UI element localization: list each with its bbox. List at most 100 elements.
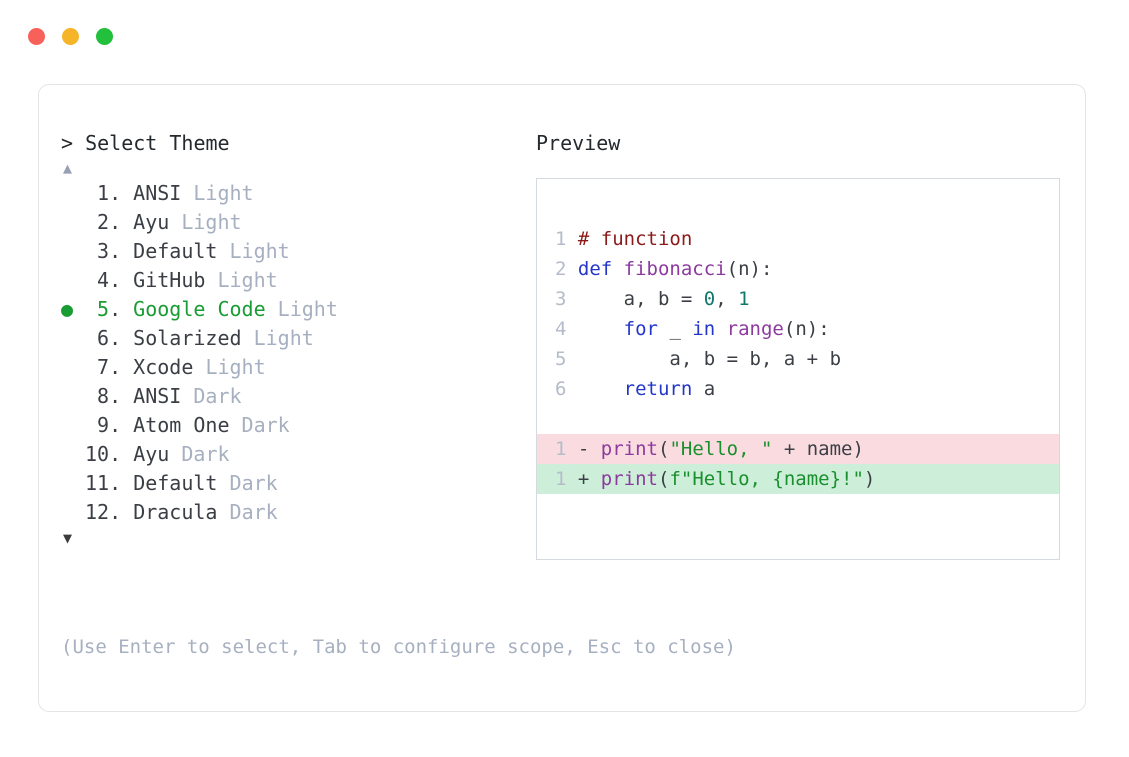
code-token bbox=[578, 318, 624, 340]
theme-item-index: 2 bbox=[97, 210, 110, 234]
gutter-gap bbox=[566, 228, 577, 250]
theme-item-separator: . bbox=[109, 239, 134, 263]
theme-item-variant: Light bbox=[217, 268, 278, 292]
theme-item-variant: Dark bbox=[229, 500, 278, 524]
theme-list-item[interactable]: 6. Solarized Light bbox=[61, 324, 531, 353]
bullet-placeholder bbox=[61, 208, 85, 237]
theme-item-separator: . bbox=[109, 442, 134, 466]
theme-item-name: Ayu bbox=[133, 442, 170, 466]
theme-list-item[interactable]: 8. ANSI Dark bbox=[61, 382, 531, 411]
bullet-placeholder bbox=[61, 411, 85, 440]
code-token: def bbox=[577, 258, 624, 280]
code-token: (n): bbox=[783, 318, 830, 340]
code-token: fibonacci bbox=[623, 258, 727, 280]
gutter-gap bbox=[566, 468, 577, 490]
theme-item-space bbox=[169, 442, 181, 466]
theme-item-index: 8 bbox=[97, 384, 110, 408]
code-diff-line: 1 - print("Hello, " + name) bbox=[537, 434, 1059, 464]
theme-item-separator: . bbox=[109, 384, 134, 408]
theme-item-separator: . bbox=[109, 326, 134, 350]
theme-list-item[interactable]: ●5. Google Code Light bbox=[61, 295, 531, 324]
theme-list-item[interactable]: 1. ANSI Light bbox=[61, 179, 531, 208]
theme-item-variant: Dark bbox=[181, 442, 230, 466]
code-token: a, b = bbox=[577, 288, 704, 310]
theme-item-separator: . bbox=[109, 210, 134, 234]
theme-item-index: 10 bbox=[85, 442, 110, 466]
theme-item-name: Default bbox=[133, 471, 218, 495]
theme-list-item[interactable]: 4. GitHub Light bbox=[61, 266, 531, 295]
theme-item-index: 9 bbox=[97, 413, 110, 437]
code-blank-line bbox=[537, 404, 1059, 434]
line-number: 5 bbox=[555, 348, 567, 370]
theme-item-variant: Light bbox=[253, 326, 314, 350]
code-token: a bbox=[692, 378, 716, 400]
theme-item-name: Google Code bbox=[133, 297, 266, 321]
theme-item-name: Xcode bbox=[133, 355, 194, 379]
code-token: ( bbox=[658, 468, 670, 490]
theme-item-separator: . bbox=[109, 181, 134, 205]
theme-selector-card: > Select Theme ▲ 1. ANSI Light 2. Ayu Li… bbox=[38, 84, 1086, 712]
code-token: in bbox=[692, 318, 716, 340]
theme-list-item[interactable]: 3. Default Light bbox=[61, 237, 531, 266]
theme-item-name: GitHub bbox=[133, 268, 206, 292]
theme-list-item[interactable]: 11. Default Dark bbox=[61, 469, 531, 498]
scroll-down-arrow-icon[interactable]: ▼ bbox=[63, 529, 73, 547]
theme-item-space bbox=[217, 500, 229, 524]
theme-item-variant: Light bbox=[205, 355, 266, 379]
code-token: "Hello, " bbox=[669, 438, 773, 460]
code-token: , bbox=[715, 288, 739, 310]
code-token bbox=[715, 318, 726, 340]
code-token bbox=[578, 378, 624, 400]
code-token: print bbox=[600, 438, 658, 460]
gutter-gap bbox=[566, 378, 577, 400]
theme-item-space bbox=[193, 355, 205, 379]
minimize-window-button[interactable] bbox=[62, 27, 79, 45]
gutter-gap bbox=[566, 258, 577, 280]
diff-marker: - bbox=[577, 438, 601, 460]
scroll-up-arrow-icon[interactable]: ▲ bbox=[63, 159, 73, 177]
code-line: 1 # function bbox=[537, 224, 1059, 254]
theme-item-variant: Light bbox=[181, 210, 242, 234]
maximize-window-button[interactable] bbox=[96, 27, 113, 45]
bullet-placeholder bbox=[61, 266, 85, 295]
theme-list-item[interactable]: 10. Ayu Dark bbox=[61, 440, 531, 469]
theme-list-item[interactable]: 9. Atom One Dark bbox=[61, 411, 531, 440]
theme-item-index: 4 bbox=[97, 268, 110, 292]
code-token: 0 bbox=[703, 288, 716, 310]
theme-item-variant: Light bbox=[277, 297, 338, 321]
theme-item-name: Ayu bbox=[133, 210, 170, 234]
theme-item-index: 7 bbox=[97, 355, 110, 379]
gutter-gap bbox=[566, 288, 577, 310]
code-line: 4 for _ in range(n): bbox=[537, 314, 1059, 344]
theme-list-item[interactable]: 2. Ayu Light bbox=[61, 208, 531, 237]
bullet-placeholder bbox=[61, 382, 85, 411]
page-title-text: Select Theme bbox=[85, 131, 230, 155]
code-line: 6 return a bbox=[537, 374, 1059, 404]
bullet-placeholder bbox=[61, 237, 85, 266]
theme-list-item[interactable]: 7. Xcode Light bbox=[61, 353, 531, 382]
diff-marker: + bbox=[577, 468, 601, 490]
code-token: return bbox=[623, 378, 693, 400]
theme-item-space bbox=[242, 326, 254, 350]
code-token: 1 bbox=[738, 288, 750, 310]
theme-item-separator: . bbox=[109, 355, 134, 379]
code-token: for bbox=[623, 318, 658, 340]
line-number: 1 bbox=[555, 438, 567, 460]
theme-item-index: 1 bbox=[97, 181, 110, 205]
bullet-placeholder bbox=[61, 324, 85, 353]
close-window-button[interactable] bbox=[28, 27, 45, 45]
theme-item-space bbox=[230, 413, 242, 437]
theme-list-item[interactable]: 12. Dracula Dark bbox=[61, 498, 531, 527]
theme-item-index: 6 bbox=[97, 326, 110, 350]
theme-item-index: 3 bbox=[97, 239, 110, 263]
code-line: 3 a, b = 0, 1 bbox=[537, 284, 1059, 314]
code-token: range bbox=[726, 318, 784, 340]
preview-label: Preview bbox=[536, 131, 621, 155]
theme-item-variant: Light bbox=[229, 239, 290, 263]
selected-bullet-icon: ● bbox=[61, 297, 74, 321]
theme-item-space bbox=[266, 297, 278, 321]
theme-item-index: 11 bbox=[85, 471, 110, 495]
theme-item-name: Dracula bbox=[133, 500, 218, 524]
